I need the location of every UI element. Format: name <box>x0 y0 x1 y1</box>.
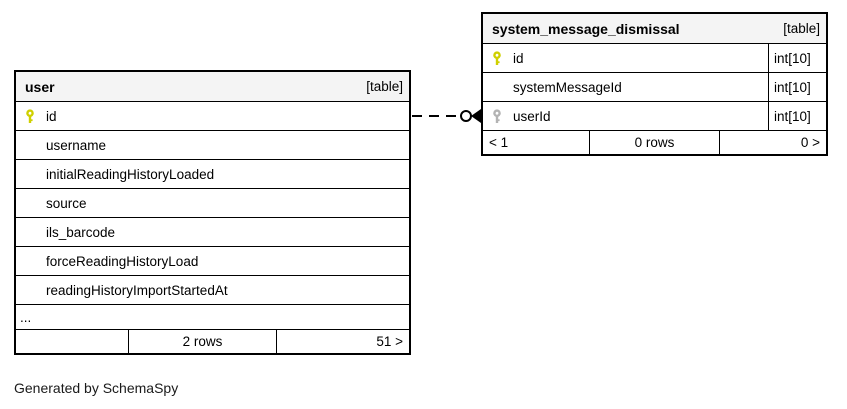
zero-or-one-circle-marker <box>460 110 472 122</box>
table-footer: 2 rows 51 > <box>16 330 409 353</box>
table-row: readingHistoryImportStartedAt <box>16 276 409 305</box>
foreign-key-icon <box>483 108 513 124</box>
table-row: id <box>16 102 409 131</box>
footer-row-count: 2 rows <box>129 330 277 353</box>
column-name: systemMessageId <box>513 79 622 95</box>
generator-caption: Generated by SchemaSpy <box>14 380 179 396</box>
column-name: initialReadingHistoryLoaded <box>46 166 215 182</box>
footer-children-count: < 1 <box>483 131 590 154</box>
column-name: id <box>513 50 524 66</box>
table-tag: [table] <box>366 79 403 94</box>
table-row: username <box>16 131 409 160</box>
table-row: forceReadingHistoryLoad <box>16 247 409 276</box>
column-name: userId <box>513 108 551 124</box>
column-type: int[10] <box>768 102 826 130</box>
column-type: int[10] <box>768 73 826 101</box>
table-footer: < 1 0 rows 0 > <box>483 131 826 154</box>
footer-parents-count: 0 > <box>800 135 820 150</box>
primary-key-icon <box>483 50 513 66</box>
column-name: forceReadingHistoryLoad <box>46 253 199 269</box>
column-name: id <box>46 108 57 124</box>
table-row: source <box>16 189 409 218</box>
footer-children-count <box>16 330 129 353</box>
table-title: system_message_dismissal <box>492 20 680 37</box>
footer-row-count: 0 rows <box>590 131 720 154</box>
primary-key-icon <box>16 108 46 124</box>
table-row: id int[10] <box>483 44 826 73</box>
table-title: user <box>25 78 55 95</box>
column-name: source <box>46 195 87 211</box>
column-type: int[10] <box>768 44 826 72</box>
table-node-user[interactable]: user [table] id username <box>14 70 411 355</box>
table-header[interactable]: system_message_dismissal [table] <box>483 14 826 44</box>
footer-parents-count: 51 > <box>376 334 403 349</box>
hidden-columns-ellipsis: ... <box>16 305 409 330</box>
table-header[interactable]: user [table] <box>16 72 409 102</box>
table-row: userId int[10] <box>483 102 826 131</box>
table-row: initialReadingHistoryLoaded <box>16 160 409 189</box>
column-name: username <box>46 137 107 153</box>
column-name: ils_barcode <box>46 224 116 240</box>
table-row: ils_barcode <box>16 218 409 247</box>
crow-foot-marker <box>471 109 481 123</box>
table-row: systemMessageId int[10] <box>483 73 826 102</box>
table-node-system-message-dismissal[interactable]: system_message_dismissal [table] id int[… <box>481 12 828 156</box>
column-name: readingHistoryImportStartedAt <box>46 282 228 298</box>
table-tag: [table] <box>783 21 820 36</box>
